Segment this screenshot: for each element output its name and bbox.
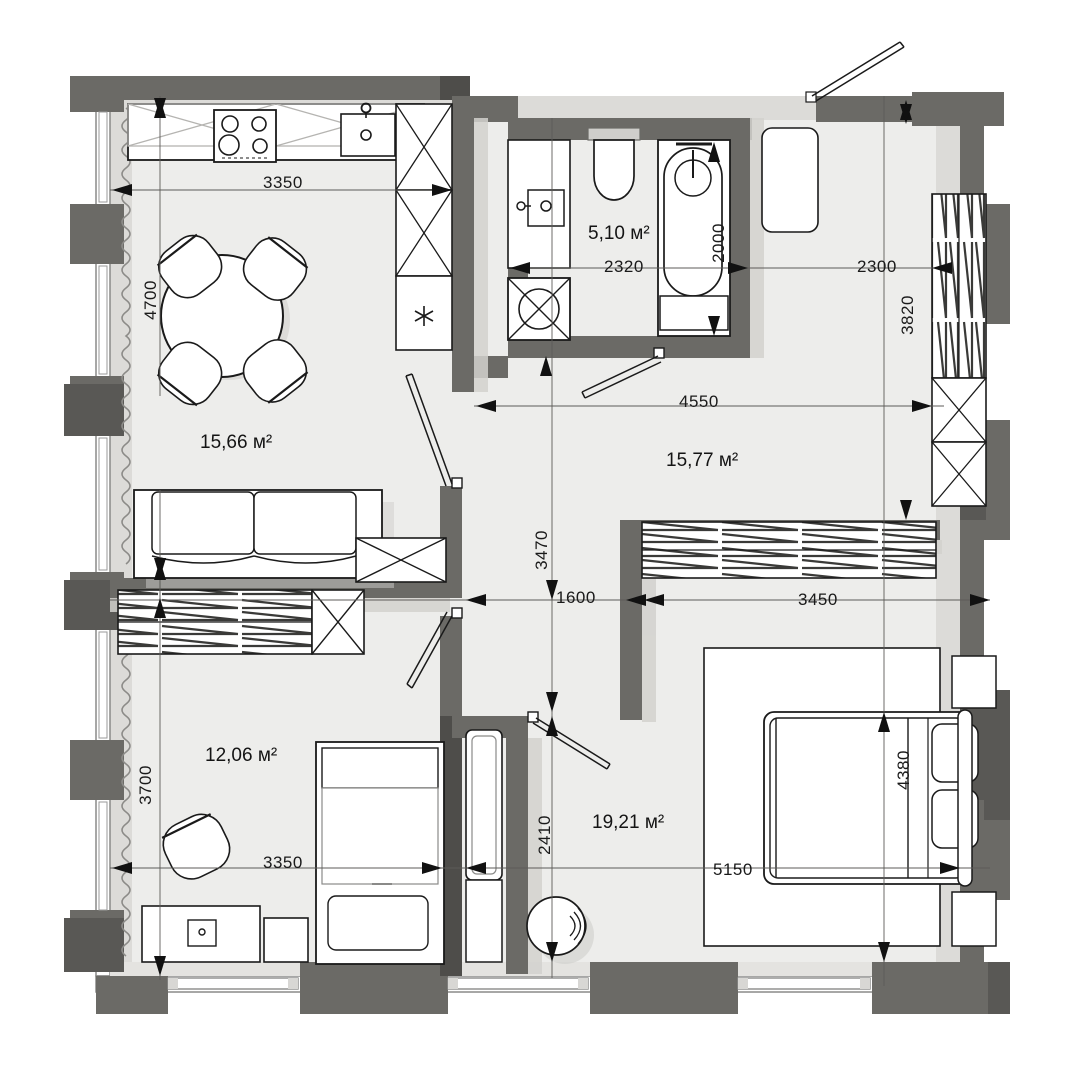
dimension-hall-width: 4550 <box>679 392 719 411</box>
structural-piers <box>64 76 1010 1014</box>
desk <box>141 905 309 963</box>
washing-machine <box>507 277 571 341</box>
toilet <box>587 127 641 201</box>
dining-chairs <box>156 233 309 407</box>
area-label-kitchen-dining: 15,66 м² <box>200 432 273 453</box>
dimension-kitchen-width: 3350 <box>263 173 303 192</box>
living-door <box>406 607 463 689</box>
windows <box>98 111 871 990</box>
side-cabinet <box>355 537 447 583</box>
hall-wardrobe <box>931 193 987 507</box>
dimension-bathtub-length: 2000 <box>708 223 728 263</box>
double-bed <box>763 709 979 887</box>
sofa <box>133 489 394 588</box>
dimension-living-depth: 3700 <box>135 765 155 805</box>
single-bed <box>315 741 445 965</box>
curtain-zigzag <box>121 107 131 957</box>
washbasin <box>516 189 565 227</box>
cooktop-4-burner <box>213 109 277 163</box>
doors <box>405 41 905 770</box>
dimension-bedroom-width: 5150 <box>713 860 753 879</box>
niche-cabinet <box>465 879 503 963</box>
bedroom-wardrobe <box>641 521 937 579</box>
dimension-niche-depth: 2410 <box>534 815 554 855</box>
kitchen-fixtures <box>127 102 453 407</box>
dimension-bathroom-width: 2320 <box>604 257 644 276</box>
dimension-right-niche-width: 2300 <box>857 257 897 276</box>
entry-door <box>805 41 905 103</box>
hall-fixtures <box>761 127 987 507</box>
area-label-bathroom: 5,10 м² <box>588 223 650 244</box>
dimension-bedroom-wardrobe-width: 3450 <box>798 590 838 609</box>
dimension-bed-length: 4380 <box>893 750 913 790</box>
dimension-kitchen-depth: 4700 <box>140 280 160 320</box>
dimension-living-width: 3350 <box>263 853 303 872</box>
dimension-opening-width: 1600 <box>556 588 596 607</box>
bathroom-fixtures <box>507 127 731 341</box>
nightstand-top <box>951 655 997 709</box>
kitchen-door <box>405 373 463 489</box>
kitchen-sink <box>340 102 396 157</box>
dimension-ticks <box>154 98 912 580</box>
refrigerator <box>414 306 434 326</box>
armchair <box>161 813 231 880</box>
living-fixtures <box>117 489 503 965</box>
area-label-bedroom: 19,21 м² <box>592 812 665 833</box>
area-label-hallway: 15,77 м² <box>666 450 739 471</box>
entry-wardrobe <box>761 127 819 233</box>
dimension-lines <box>110 96 990 986</box>
bathroom-door <box>581 347 665 399</box>
nightstand-bottom <box>951 891 997 947</box>
bedroom-door <box>527 711 611 770</box>
living-wardrobe <box>117 589 365 655</box>
dimension-hall-depth: 3470 <box>531 530 551 570</box>
area-label-living: 12,06 м² <box>205 745 278 766</box>
bathtub <box>657 139 731 337</box>
dimension-hall-right-depth: 3820 <box>897 295 917 335</box>
mirror-panel <box>465 729 503 881</box>
